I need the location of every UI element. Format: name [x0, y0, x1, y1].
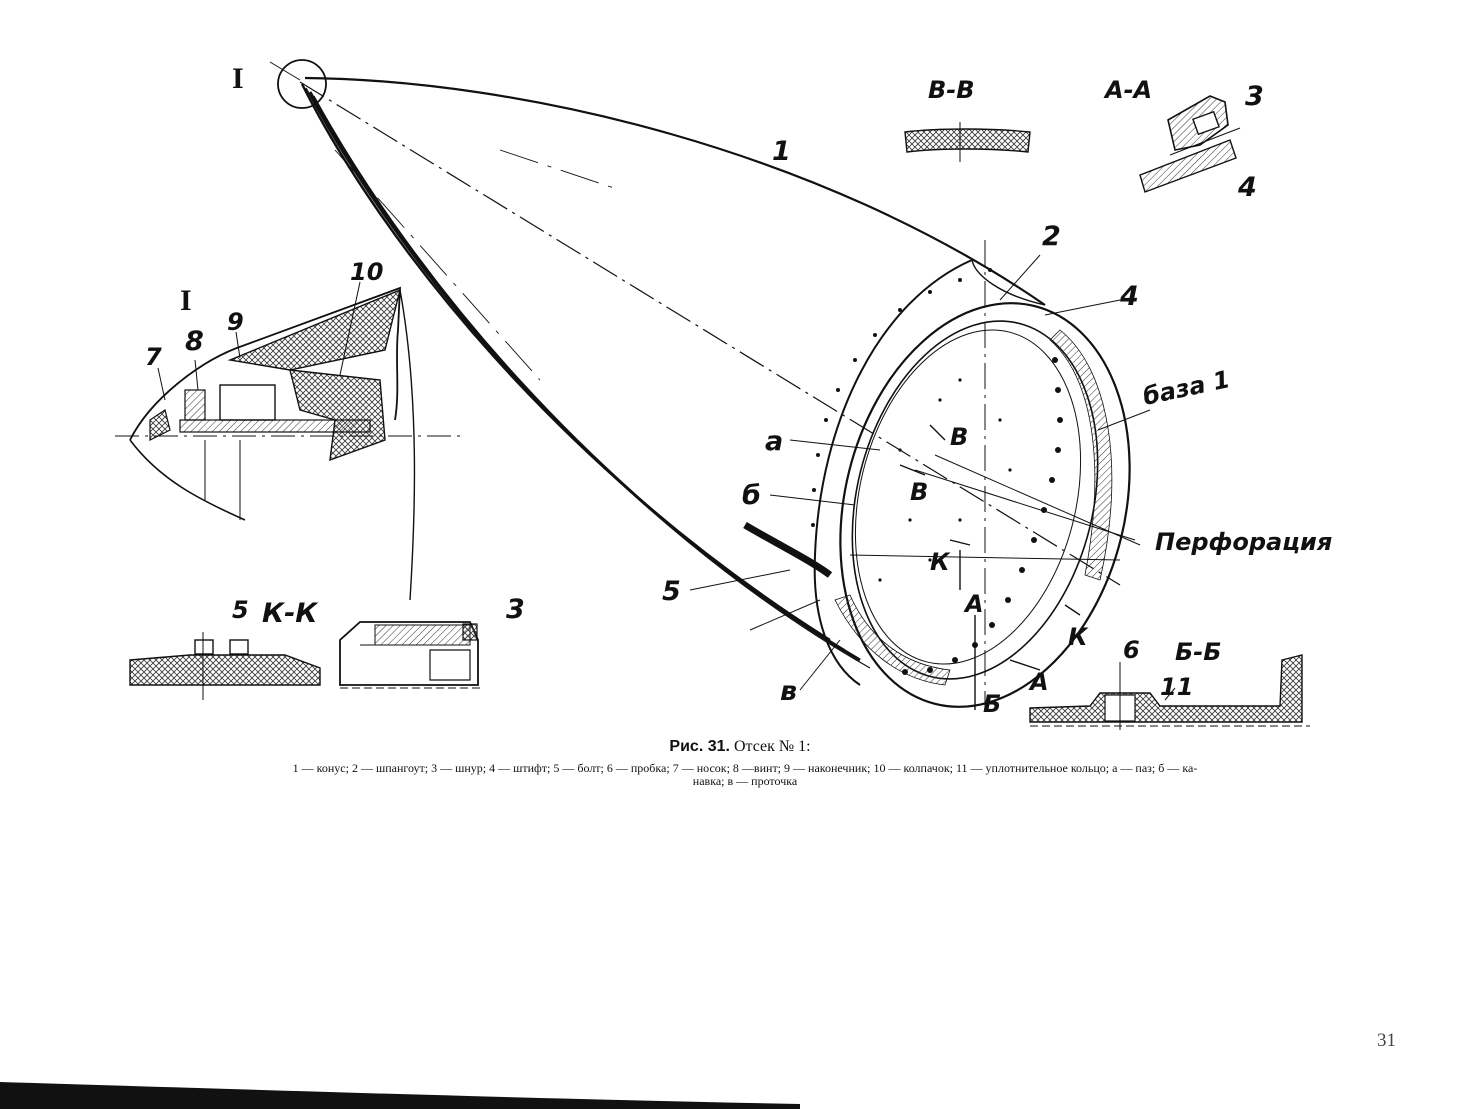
frame-ring [689, 240, 1151, 710]
label-a: а [765, 426, 783, 457]
section-kk [129, 621, 480, 700]
label-n5-kk: 5 [232, 596, 249, 624]
cut-mark-B2: В [910, 478, 928, 506]
label-n4-aa: 4 [1237, 172, 1257, 203]
cut-mark-A1: А [963, 590, 984, 618]
label-detail-I-top: I [232, 62, 244, 95]
figure-caption: Рис. 31. Отсек № 1: [40, 738, 1440, 756]
label-n11: 11 [1160, 673, 1193, 701]
scan-edge-shadow [0, 1082, 800, 1109]
label-perforation: Перфорация [1155, 528, 1332, 556]
label-n8: 8 [185, 326, 204, 357]
cut-mark-A2: А [1028, 668, 1049, 696]
label-n1: 1 [772, 136, 791, 167]
label-v: в [780, 676, 797, 707]
label-section-vv: В-В [928, 76, 975, 104]
cut-mark-Bb: Б [983, 690, 1001, 718]
cut-mark-K2: К [1068, 623, 1089, 651]
section-aa [1139, 95, 1241, 193]
figure-legend: 1 — конус; 2 — шпангоут; 3 — шнур; 4 — ш… [60, 762, 1430, 788]
detail-circle-I [269, 59, 327, 109]
label-detail-I-left: I [180, 284, 192, 317]
legend-line-1: 1 — конус; 2 — шпангоут; 3 — шнур; 4 — ш… [292, 761, 1198, 775]
label-n5: 5 [662, 576, 681, 607]
label-section-bb: Б-Б [1175, 638, 1222, 666]
caption-number: Рис. 31. [669, 738, 730, 755]
label-n10: 10 [350, 258, 383, 286]
cut-mark-B1: В [950, 423, 968, 451]
detail-I-section [115, 281, 465, 601]
label-n4: 4 [1119, 281, 1139, 312]
legend-line-2: навка; в — проточка [692, 774, 798, 788]
label-section-aa: А-А [1103, 76, 1152, 104]
section-bb [1029, 654, 1310, 730]
section-vv [904, 122, 1031, 162]
label-n6: 6 [1123, 636, 1140, 664]
cut-mark-K1: К [930, 548, 951, 576]
page-number: 31 [1377, 1030, 1396, 1051]
caption-title: Отсек № 1: [733, 738, 811, 755]
label-n9: 9 [227, 308, 244, 336]
cone-body [299, 76, 1121, 669]
label-n3-aa: 3 [1245, 81, 1264, 112]
label-section-kk: К-К [262, 598, 319, 629]
label-n2: 2 [1042, 221, 1061, 252]
label-n7: 7 [145, 343, 162, 371]
label-n3-kk: 3 [506, 594, 525, 625]
label-baza: база 1 [1140, 365, 1232, 411]
label-b: б [742, 480, 761, 511]
